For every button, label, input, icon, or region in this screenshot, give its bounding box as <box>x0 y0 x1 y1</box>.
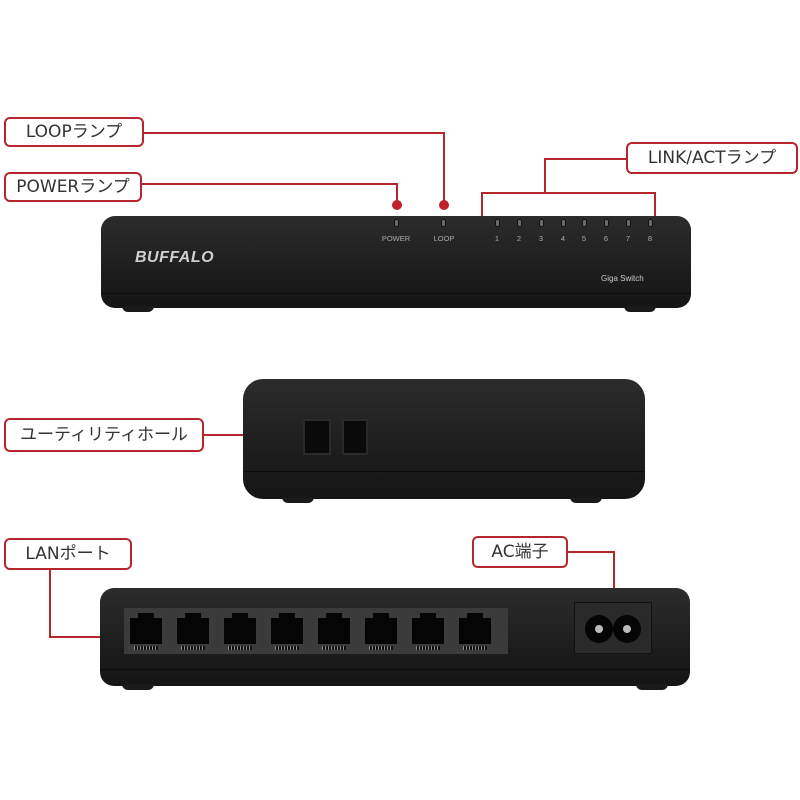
switch-rear-view <box>100 588 690 686</box>
device-foot <box>122 306 154 312</box>
switch-side-view <box>243 379 645 499</box>
utility-hole-label: ユーティリティホール <box>20 424 188 445</box>
ac-terminal-label: AC端子 <box>491 541 549 562</box>
port-4-led-label: 4 <box>560 234 566 243</box>
power-pointer-dot <box>392 200 402 210</box>
power-lamp-callout: POWERランプ <box>4 172 142 202</box>
port-5-led <box>582 219 587 227</box>
port-7-led-label: 7 <box>625 234 631 243</box>
loop-lamp-callout: LOOPランプ <box>4 117 144 147</box>
link-act-lamp-label: LINK/ACTランプ <box>647 147 777 168</box>
lan-port-6[interactable] <box>361 609 401 653</box>
device-foot <box>122 684 154 690</box>
lan-port-1[interactable] <box>126 609 166 653</box>
utility-hole-2 <box>344 421 366 453</box>
power-led <box>394 219 399 227</box>
power-leader-line <box>142 183 398 185</box>
port-2-led <box>517 219 522 227</box>
port-8-led <box>648 219 653 227</box>
link-leader-bracket <box>481 192 656 194</box>
utility-hole-callout: ユーティリティホール <box>4 418 204 452</box>
port-6-led-label: 6 <box>603 234 609 243</box>
model-label: Giga Switch <box>601 274 644 283</box>
ac-inlet-panel <box>575 603 651 653</box>
port-4-led <box>561 219 566 227</box>
power-lamp-label: POWERランプ <box>16 176 130 197</box>
ac-terminal-callout: AC端子 <box>472 536 568 568</box>
loop-lamp-label: LOOPランプ <box>25 121 123 142</box>
lan-leader-h <box>49 636 117 638</box>
ac-leader-v <box>613 551 615 607</box>
lan-port-callout: LANポート <box>4 538 132 570</box>
ac-pin-left <box>595 625 603 633</box>
port-3-led-label: 3 <box>538 234 544 243</box>
loop-led-label: LOOP <box>433 234 455 243</box>
lan-port-label: LANポート <box>25 543 111 564</box>
loop-led <box>441 219 446 227</box>
link-leader-bracket-left <box>481 192 483 220</box>
lan-port-5[interactable] <box>314 609 354 653</box>
loop-pointer-dot <box>439 200 449 210</box>
ac-pin-right <box>623 625 631 633</box>
link-leader-v1 <box>544 158 546 192</box>
device-foot <box>636 684 668 690</box>
power-led-label: POWER <box>381 234 411 243</box>
lan-port-4[interactable] <box>267 609 307 653</box>
port-1-led-label: 1 <box>494 234 500 243</box>
switch-front-view: BUFFALO Giga Switch POWER LOOP 1 2 3 4 5… <box>101 216 691 308</box>
lan-port-7[interactable] <box>408 609 448 653</box>
lan-port-8[interactable] <box>455 609 495 653</box>
port-1-led <box>495 219 500 227</box>
device-foot <box>624 306 656 312</box>
lan-port-2[interactable] <box>173 609 213 653</box>
link-leader-h1 <box>544 158 626 160</box>
port-2-led-label: 2 <box>516 234 522 243</box>
ac-inlet[interactable] <box>585 615 641 643</box>
link-act-lamp-callout: LINK/ACTランプ <box>626 142 798 174</box>
ac-leader-h <box>568 551 614 553</box>
link-leader-bracket-right <box>654 192 656 220</box>
port-6-led <box>604 219 609 227</box>
utility-hole-1 <box>305 421 329 453</box>
loop-leader-line <box>144 132 444 134</box>
lan-leader-v <box>49 570 51 638</box>
port-8-led-label: 8 <box>647 234 653 243</box>
loop-leader-line-v <box>443 132 445 202</box>
port-7-led <box>626 219 631 227</box>
power-leader-line-v <box>396 183 398 203</box>
port-5-led-label: 5 <box>581 234 587 243</box>
port-3-led <box>539 219 544 227</box>
lan-port-3[interactable] <box>220 609 260 653</box>
brand-logo: BUFFALO <box>135 249 215 266</box>
device-foot <box>570 497 602 503</box>
device-foot <box>282 497 314 503</box>
